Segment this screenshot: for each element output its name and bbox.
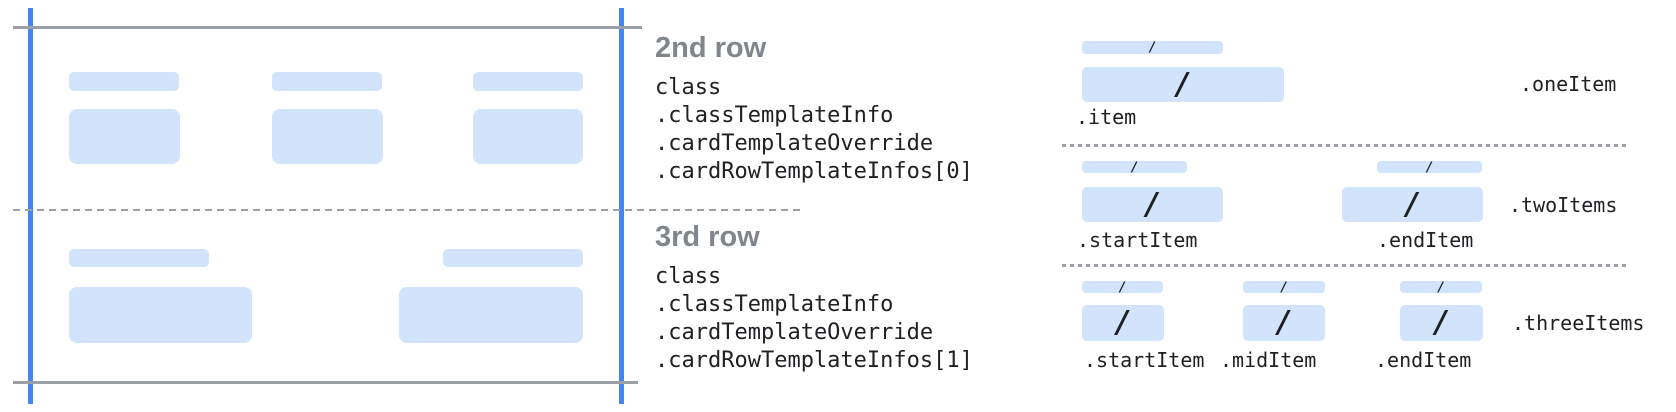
three-items-mid-item-label: .midItem — [1220, 348, 1317, 372]
two-items-end-label-bar: / — [1377, 159, 1482, 175]
slash-glyph: / — [1425, 159, 1434, 175]
card-left-edge-line — [28, 8, 33, 404]
slash-glyph: / — [1143, 186, 1162, 222]
card-right-edge-line — [619, 8, 624, 404]
row2-col1-value-placeholder — [69, 109, 180, 164]
row3-col1-label-placeholder — [69, 249, 209, 267]
two-items-end-item-label: .endItem — [1377, 228, 1474, 252]
three-items-mid-value-bar: / — [1243, 305, 1325, 341]
two-items-start-label-bar: / — [1082, 159, 1187, 175]
two-items-start-item-label: .startItem — [1077, 228, 1198, 252]
slash-glyph: / — [1274, 305, 1294, 340]
row3-class-path-line-4: .cardRowTemplateInfos[1] — [655, 348, 973, 373]
row2-col1-label-placeholder — [69, 72, 179, 91]
row3-class-path-line-3: .cardTemplateOverride — [655, 320, 934, 345]
slash-glyph: / — [1130, 159, 1139, 175]
two-items-start-value-bar: / — [1082, 187, 1223, 222]
row2-annotation: 2nd row class .classTemplateInfo .cardTe… — [655, 32, 973, 186]
row2-col2-value-placeholder — [272, 109, 383, 164]
three-items-mid-label-bar: / — [1243, 279, 1325, 295]
one-item-layout-name: .oneItem — [1520, 72, 1617, 96]
three-items-end-label-bar: / — [1400, 279, 1482, 295]
row3-col2-label-placeholder — [443, 249, 583, 267]
row2-col2-label-placeholder — [272, 72, 382, 91]
slash-glyph: / — [1437, 279, 1445, 295]
row2-heading: 2nd row — [655, 32, 767, 64]
row3-class-path-line-2: .classTemplateInfo — [655, 292, 894, 317]
slash-glyph: / — [1118, 279, 1127, 295]
one-item-item-label: .item — [1076, 105, 1137, 129]
slash-glyph: / — [1148, 40, 1157, 55]
row2-class-path-line-3: .cardTemplateOverride — [655, 131, 934, 156]
row3-heading: 3rd row — [655, 221, 760, 253]
row3-annotation: 3rd row class .classTemplateInfo .cardTe… — [655, 221, 973, 375]
row2-col3-value-placeholder — [473, 109, 583, 164]
row-divider-dashed-line — [13, 209, 803, 211]
two-items-layout-name: .twoItems — [1509, 193, 1618, 217]
three-items-start-label-bar: / — [1082, 279, 1163, 295]
card-bottom-boundary-line — [13, 381, 638, 384]
slash-glyph: / — [1173, 66, 1193, 102]
slash-glyph: / — [1403, 186, 1422, 222]
slash-glyph: / — [1280, 279, 1288, 295]
one-item-value-bar: / — [1082, 67, 1284, 102]
row3-col2-value-placeholder — [399, 287, 583, 343]
three-items-end-value-bar: / — [1400, 305, 1483, 341]
row2-class-path-line-2: .classTemplateInfo — [655, 103, 894, 128]
slash-glyph: / — [1432, 305, 1451, 340]
row2-col3-label-placeholder — [473, 72, 583, 91]
three-items-end-item-label: .endItem — [1375, 348, 1472, 372]
row2-class-path-line-1: class — [655, 75, 722, 100]
section-divider-dotted-line-2 — [1062, 264, 1630, 267]
row3-class-path-line-1: class — [655, 264, 722, 289]
three-items-layout-name: .threeItems — [1512, 311, 1645, 335]
section-divider-dotted-line-1 — [1062, 144, 1630, 147]
three-items-start-item-label: .startItem — [1084, 348, 1205, 372]
row3-col1-value-placeholder — [69, 287, 252, 343]
three-items-start-value-bar: / — [1082, 305, 1164, 341]
row2-class-path-line-4: .cardRowTemplateInfos[0] — [655, 159, 973, 184]
card-top-boundary-line — [13, 26, 642, 29]
one-item-label-bar: / — [1082, 41, 1223, 54]
slash-glyph: / — [1113, 305, 1133, 340]
two-items-end-value-bar: / — [1342, 187, 1483, 222]
